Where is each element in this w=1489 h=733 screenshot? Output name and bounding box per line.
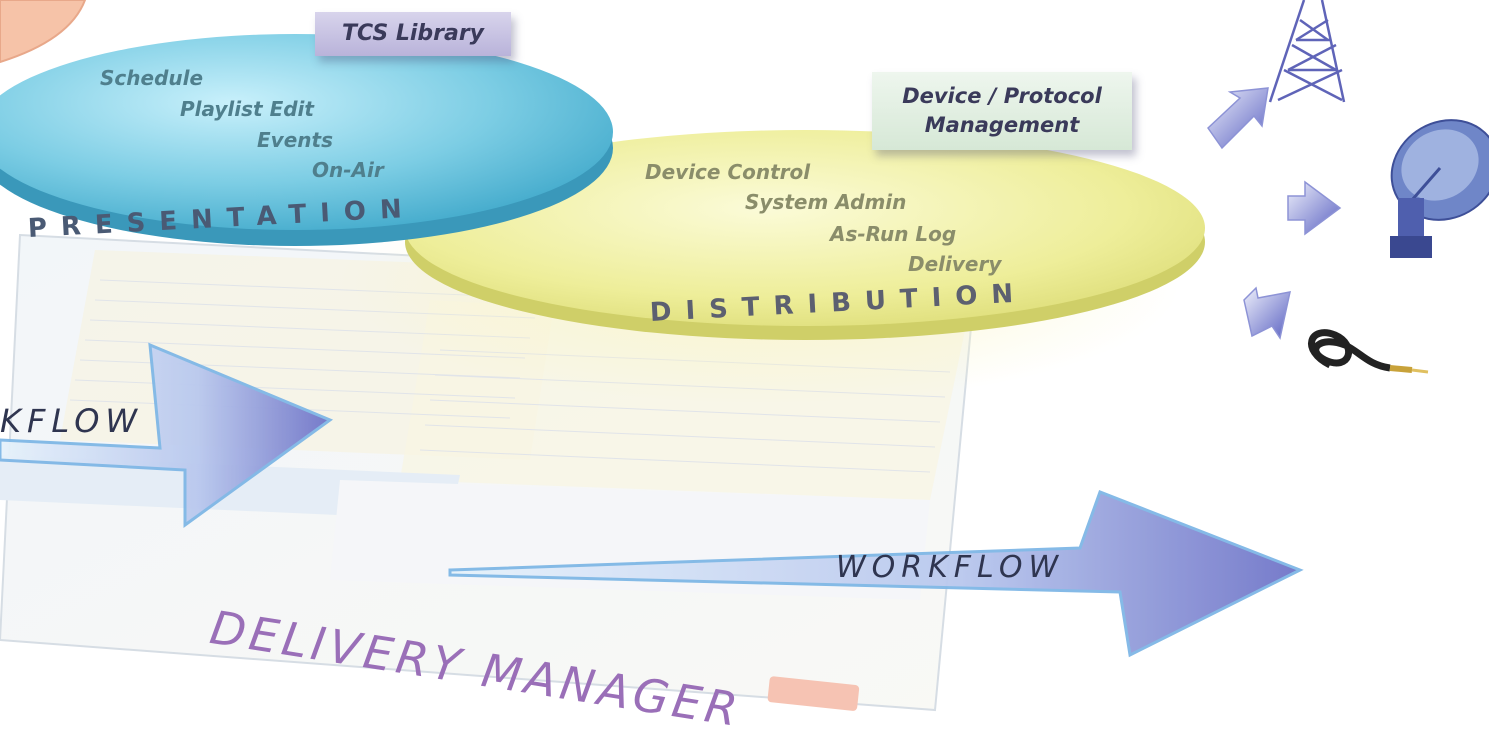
satellite-dish-icon [1390,119,1489,258]
top-left-disc-fragment [0,0,87,64]
workflow-right-arrow [448,490,1304,658]
presentation-disc [0,34,613,246]
presentation-item-events: Events [257,128,333,152]
tcs-library-label: TCS Library [315,12,511,56]
distribution-item-delivery: Delivery [908,252,1002,276]
workflow-left-label: KFLOW [0,402,144,440]
cable-icon [1308,329,1429,374]
output-arrow-bottom [1243,286,1291,340]
device-protocol-line1: Device / Protocol [902,84,1102,108]
output-arrow-top [1207,87,1269,150]
presentation-item-on-air: On-Air [312,158,384,182]
distribution-item-system-admin: System Admin [745,190,907,214]
device-protocol-line2: Management [924,113,1080,137]
workflow-right-label: WORKFLOW [836,550,1065,585]
distribution-item-as-run-log: As-Run Log [830,222,957,246]
presentation-item-playlist-edit: Playlist Edit [180,97,314,121]
transmission-tower-icon [1268,0,1346,103]
workflow-left-arrow [0,342,334,528]
distribution-item-device-control: Device Control [645,160,811,184]
distribution-disc [405,130,1205,340]
presentation-item-schedule: Schedule [100,66,204,90]
output-arrow-middle [1287,180,1342,236]
device-protocol-label: Device / Protocol Management [872,72,1132,150]
